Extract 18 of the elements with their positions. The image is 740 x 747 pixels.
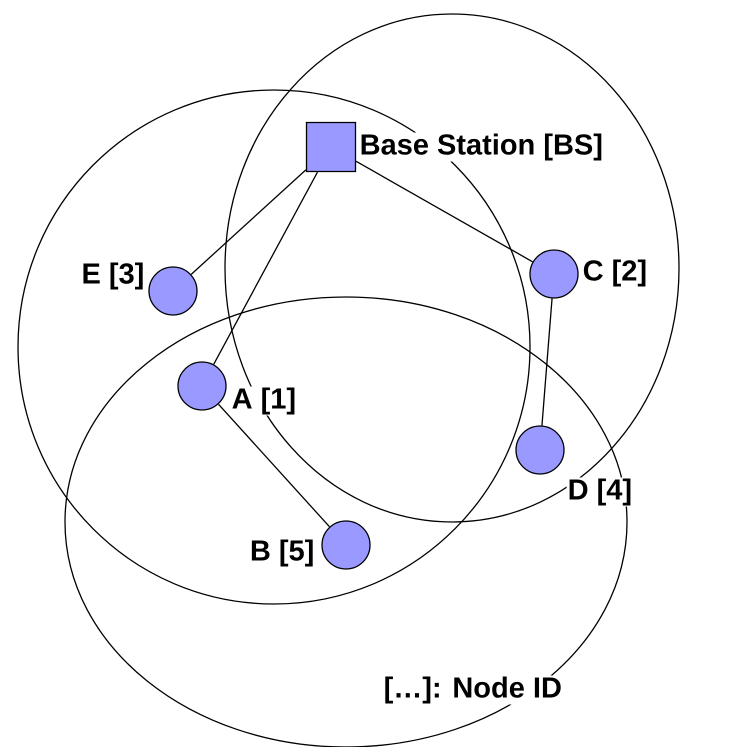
link-line [541, 298, 553, 426]
node-label: Base Station [BS] [358, 132, 604, 162]
sensor-node [515, 425, 565, 475]
link-line [218, 404, 330, 528]
sensor-node [177, 361, 227, 411]
node-label: B [5] [248, 538, 316, 568]
base-station-square [306, 122, 356, 172]
node-label: A [1] [230, 386, 298, 416]
node-label: E [3] [80, 261, 146, 290]
sensor-node [321, 520, 371, 570]
link-line [213, 172, 318, 365]
link-line [356, 160, 533, 262]
legend-note: […]: Node ID [382, 675, 563, 704]
node-label: D [4] [566, 477, 634, 506]
sensor-node [529, 249, 579, 299]
node-label: C [2] [582, 258, 648, 288]
link-line [190, 169, 306, 275]
sensor-node [148, 266, 198, 316]
